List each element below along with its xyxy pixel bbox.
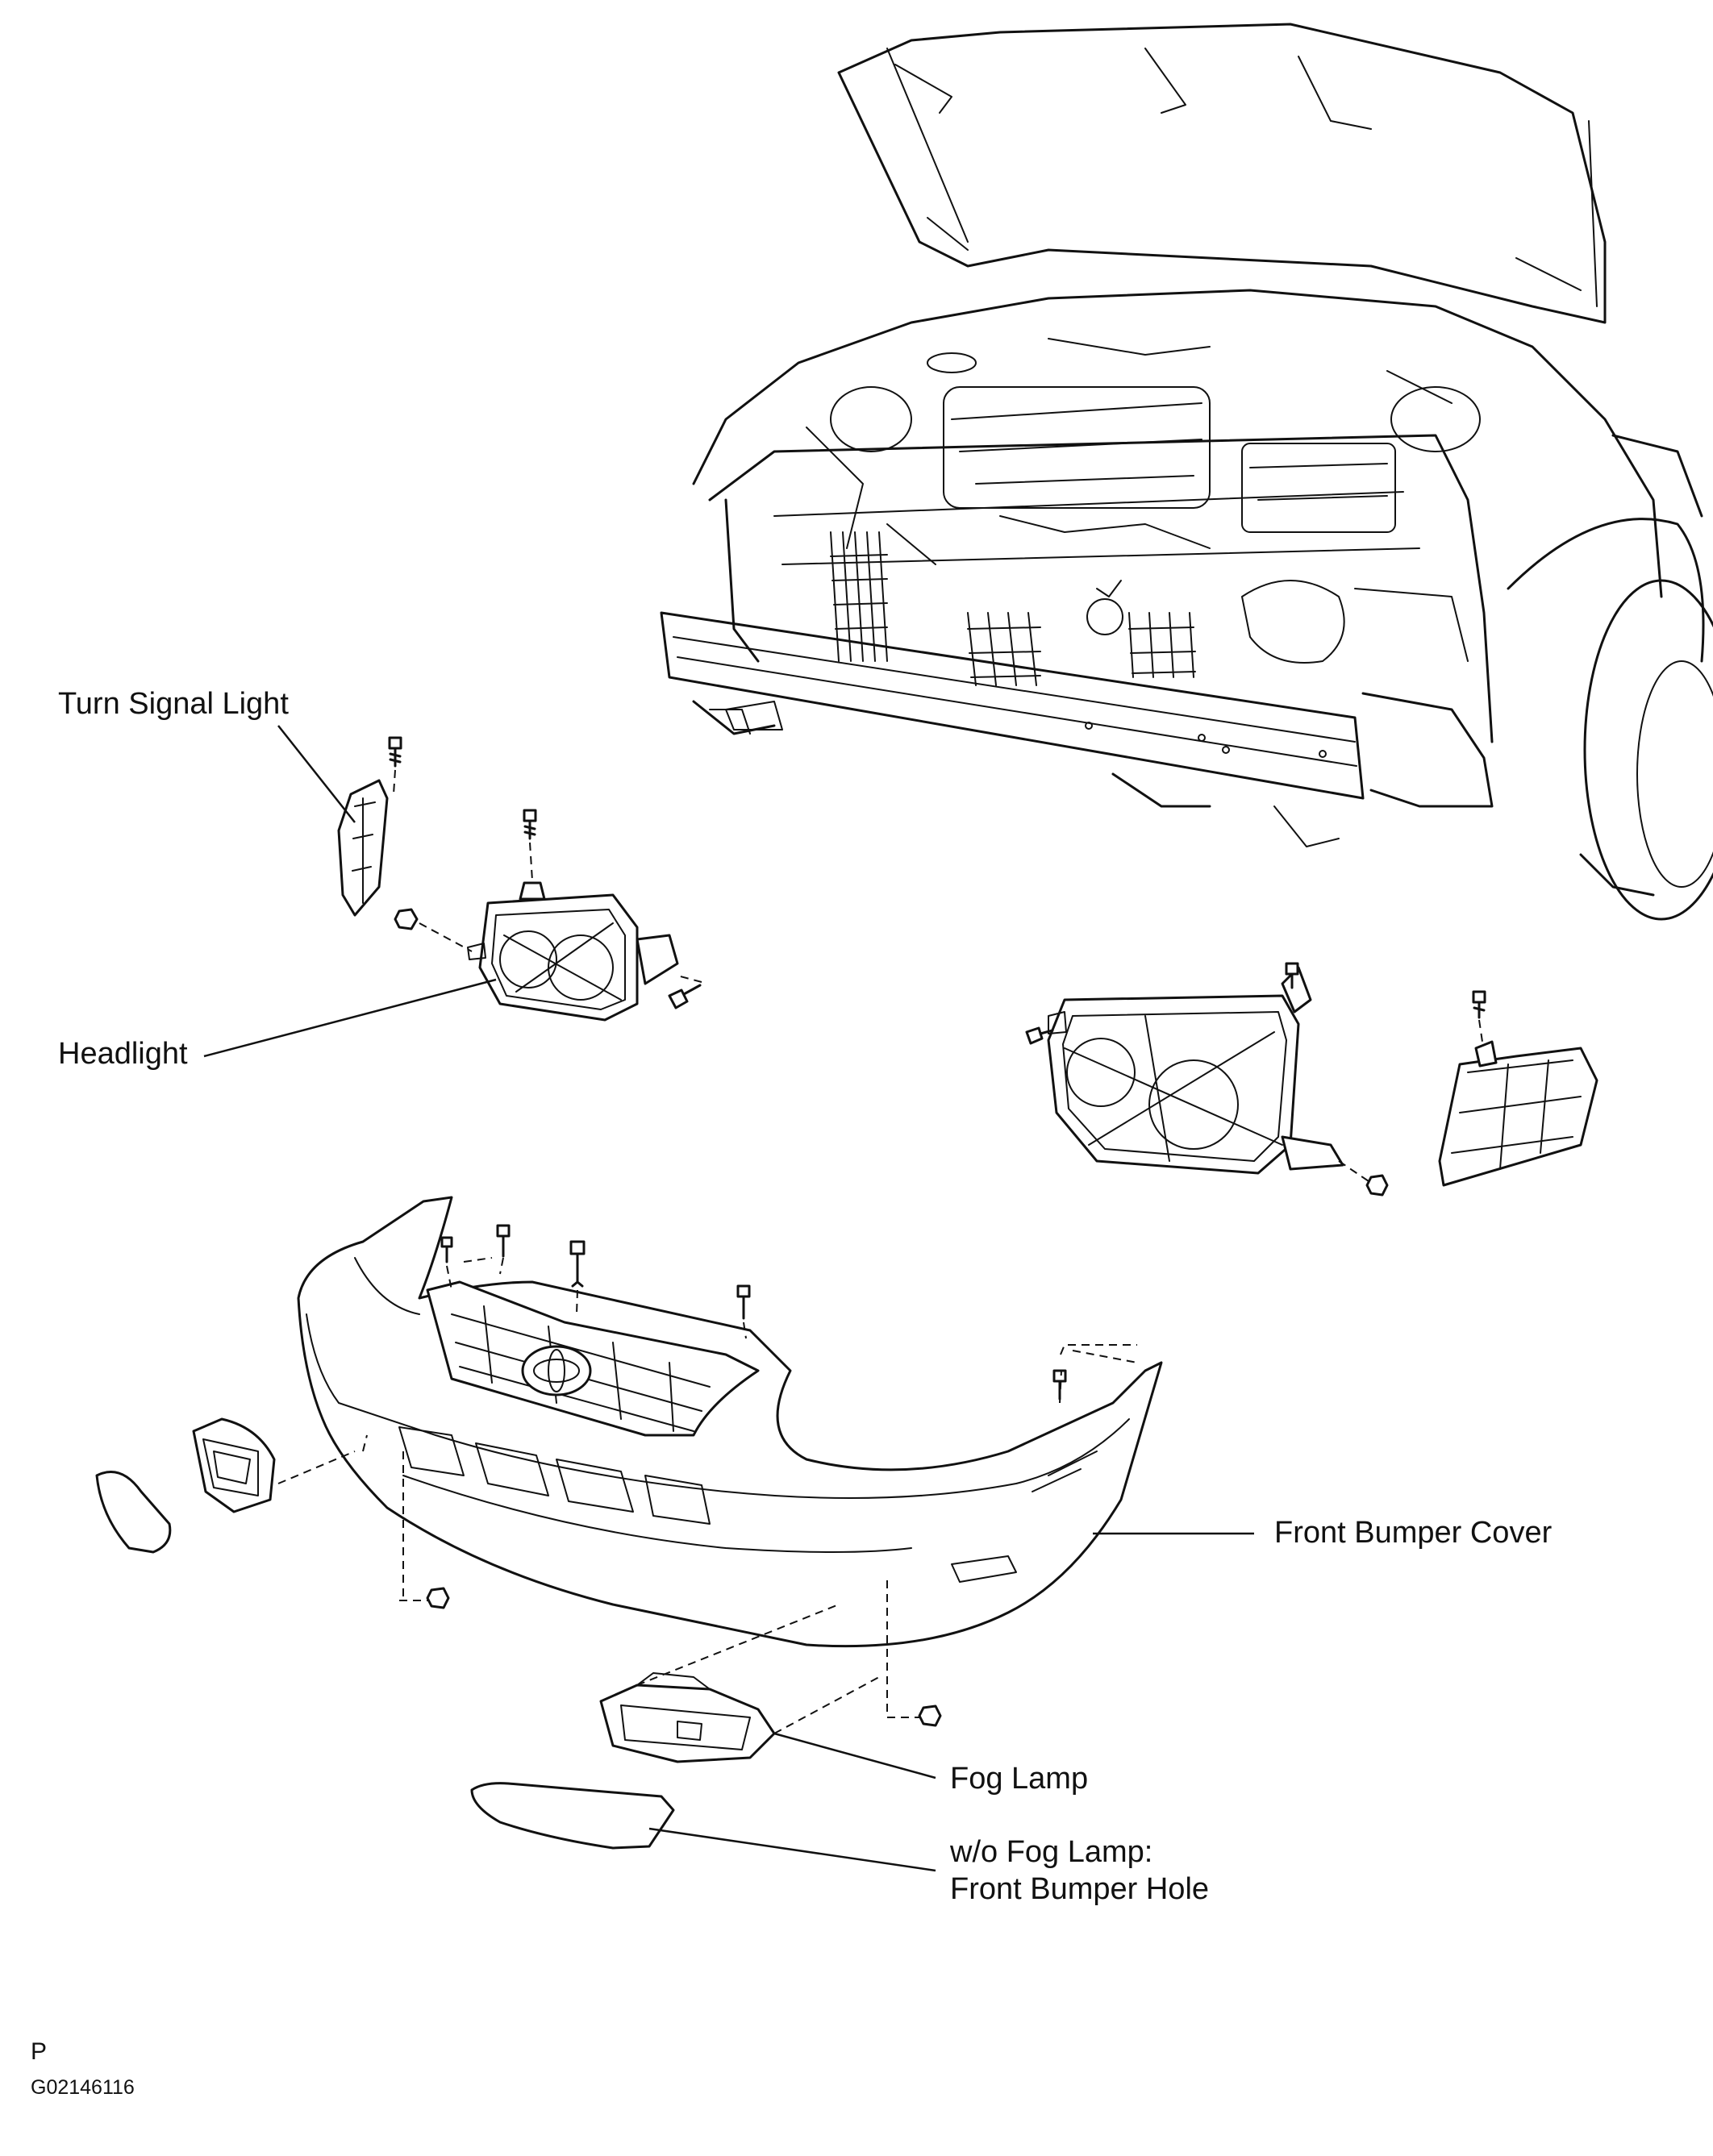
- screw-icon: [1052, 1369, 1067, 1401]
- screw-icon: [736, 1284, 751, 1320]
- right-turn-signal-light: [1438, 1040, 1598, 1187]
- page-marker: P: [31, 2038, 48, 2065]
- center-fog-lamp: [599, 1672, 776, 1763]
- screw-icon: [523, 809, 537, 840]
- label-front-bumper-hole-line1: w/o Fog Lamp:: [950, 1835, 1153, 1869]
- nut-icon: [394, 908, 419, 930]
- leader-fog-lamp: [773, 1732, 936, 1779]
- figure-code: G02146116: [31, 2076, 135, 2099]
- screw-icon: [388, 736, 402, 768]
- label-front-bumper-cover: Front Bumper Cover: [1274, 1516, 1553, 1550]
- nut-icon: [1365, 1174, 1389, 1197]
- screw-icon: [440, 1236, 453, 1263]
- screw-icon: [668, 984, 702, 1009]
- screw-icon: [496, 1224, 511, 1258]
- toyota-emblem-icon: [521, 1345, 592, 1396]
- left-fog-lamp: [192, 1417, 276, 1513]
- leader-turn-signal-light: [277, 725, 356, 823]
- left-front-bumper-hole: [95, 1471, 172, 1554]
- radiator-grid: [830, 531, 1196, 686]
- label-front-bumper-hole-line2: Front Bumper Hole: [950, 1872, 1210, 1906]
- screw-icon: [1472, 990, 1486, 1019]
- screw-icon: [1025, 1026, 1054, 1045]
- leader-headlight: [203, 978, 497, 1058]
- leader-front-bumper-hole: [648, 1827, 936, 1872]
- right-headlight: [1047, 966, 1344, 1175]
- screw-icon: [569, 1240, 586, 1288]
- front-bumper-cover: [297, 1196, 1163, 1648]
- vehicle-front-body: [660, 23, 1713, 921]
- left-turn-signal-light: [337, 779, 389, 917]
- nut-icon: [426, 1587, 450, 1609]
- label-fog-lamp: Fog Lamp: [950, 1762, 1089, 1796]
- center-front-bumper-hole: [470, 1782, 675, 1850]
- label-headlight: Headlight: [58, 1037, 188, 1071]
- left-headlight: [467, 881, 679, 1022]
- nut-icon: [918, 1704, 942, 1727]
- label-turn-signal-light: Turn Signal Light: [58, 687, 289, 721]
- screw-icon: [1285, 962, 1299, 989]
